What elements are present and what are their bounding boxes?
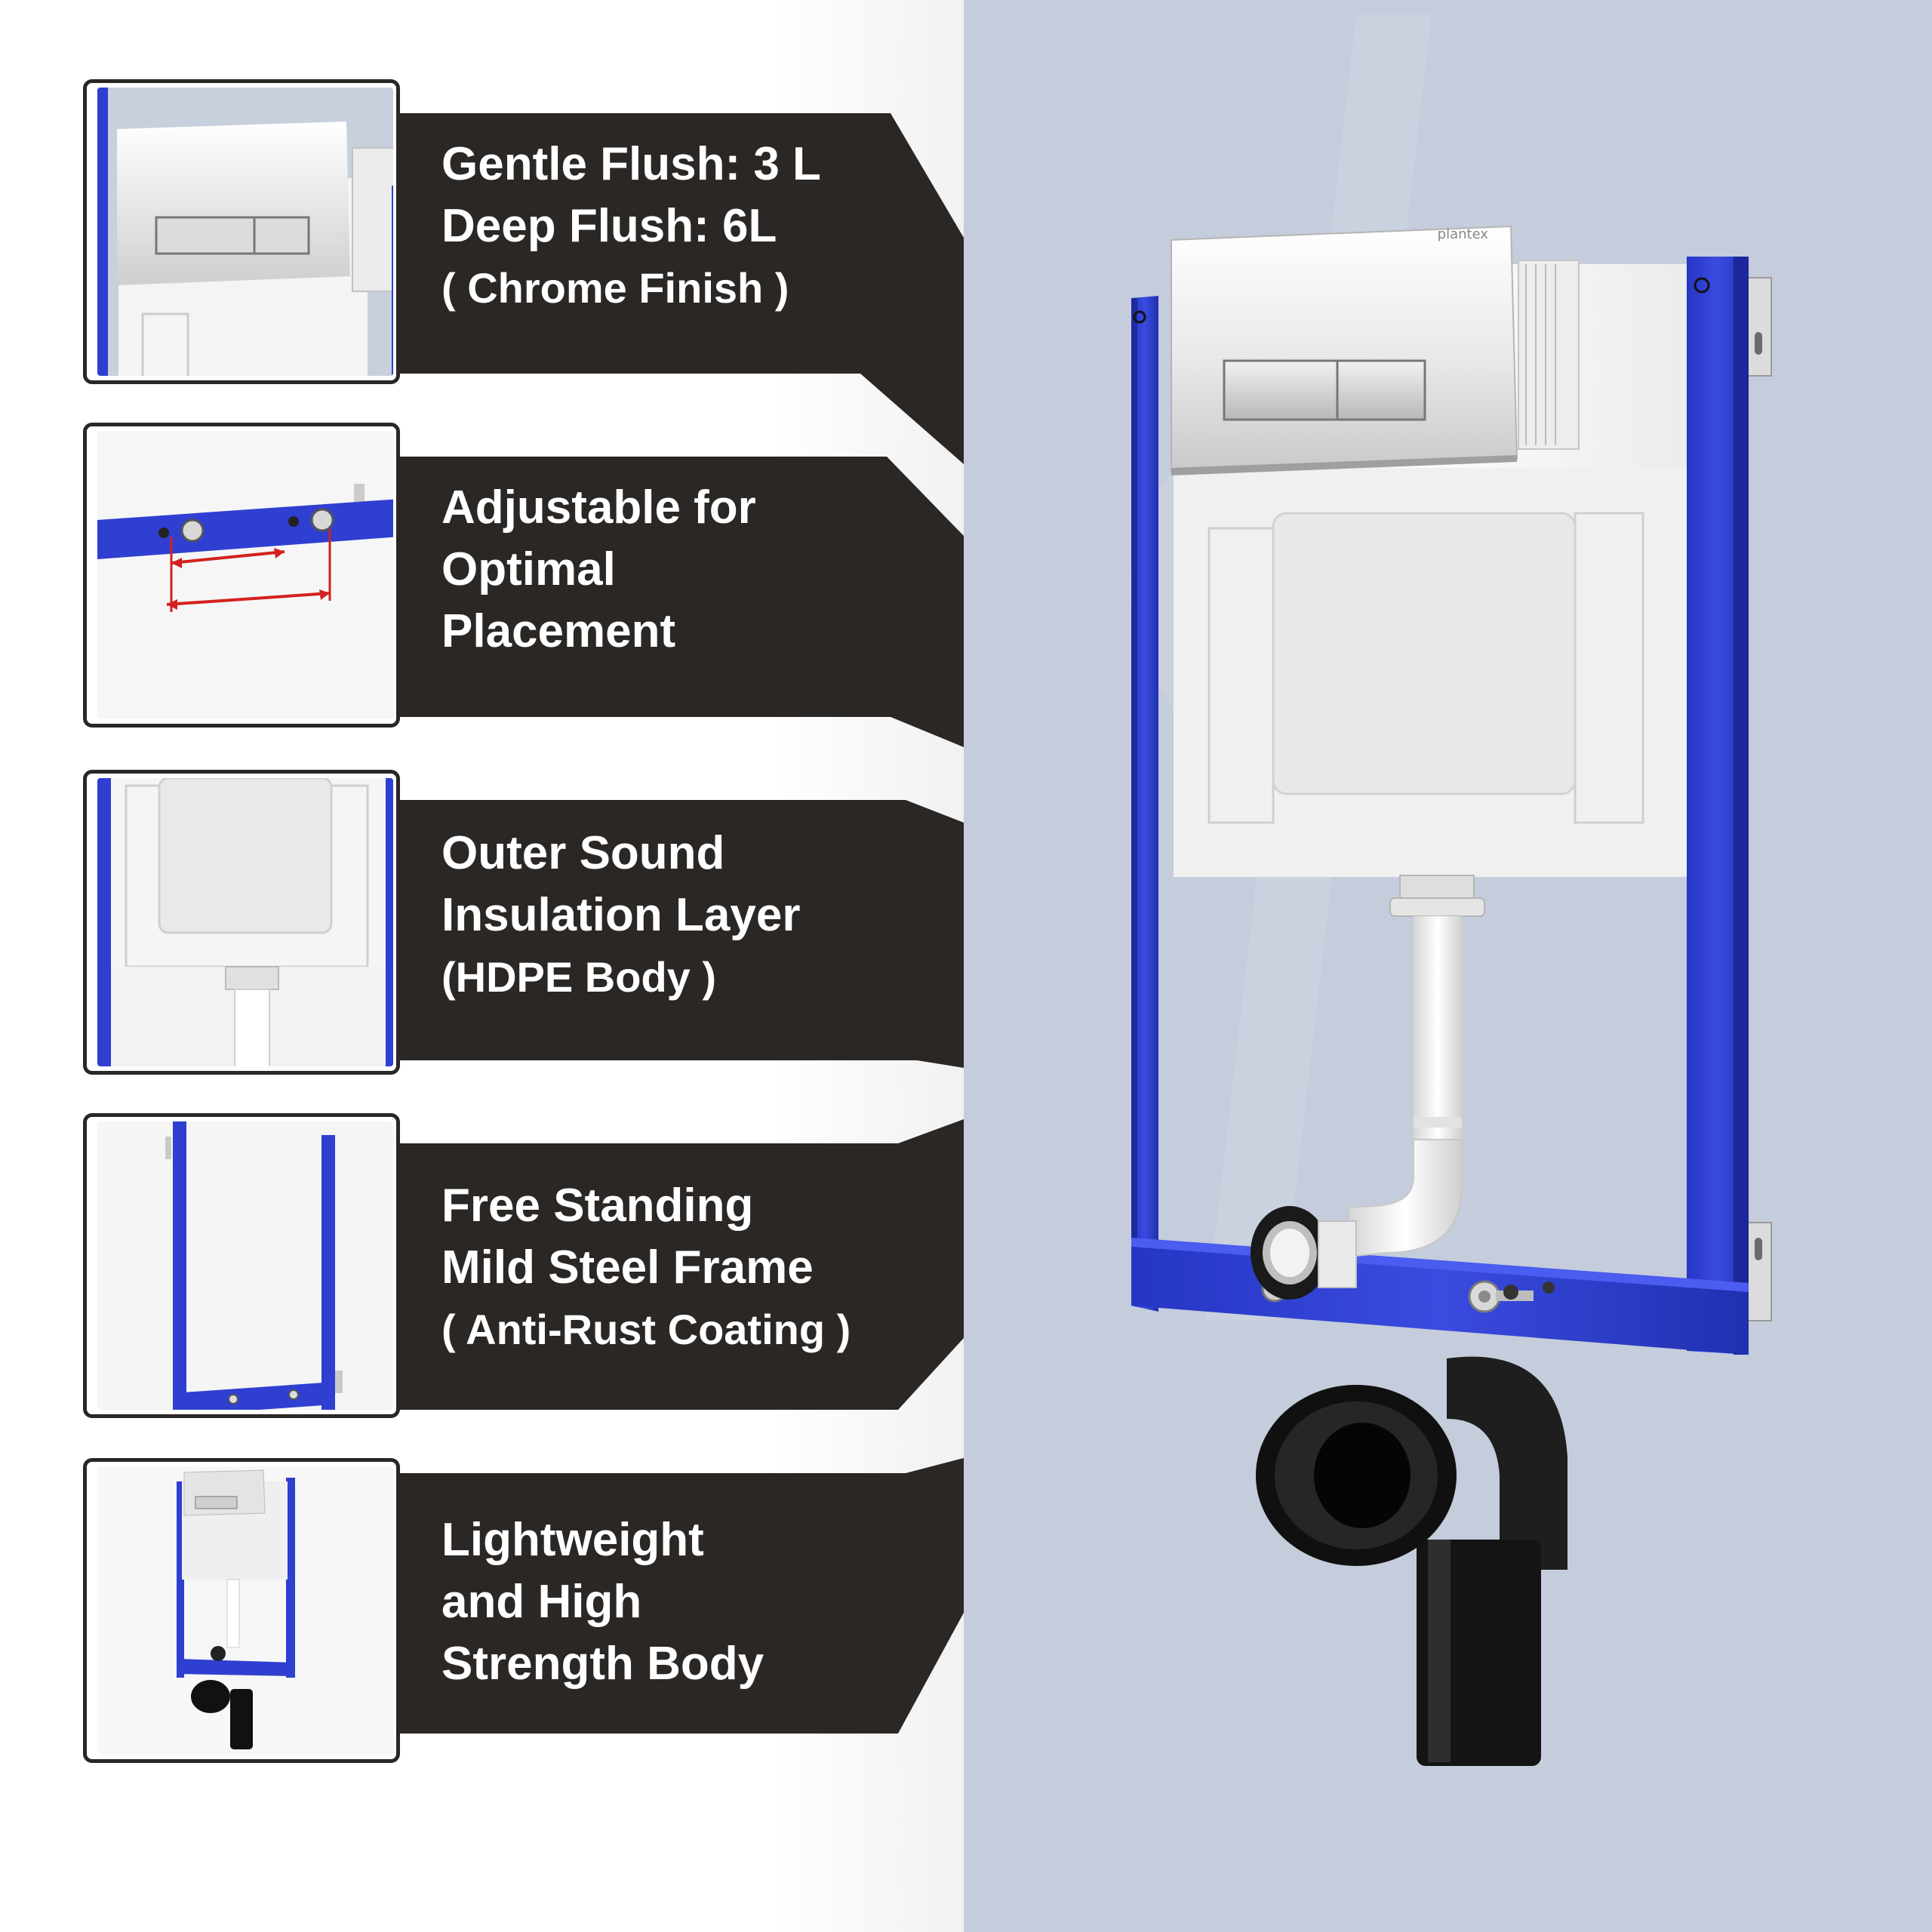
thumbnail-frame bbox=[83, 1113, 400, 1418]
feature-row-adjustable: Adjustable for Optimal Placement bbox=[0, 423, 964, 747]
feature-line: ( Chrome Finish ) bbox=[441, 264, 789, 312]
feature-line: Adjustable for bbox=[441, 481, 756, 534]
feature-line: Free Standing bbox=[441, 1180, 754, 1232]
product-illustration: plantex bbox=[1130, 15, 1772, 1766]
wall-bracket-top bbox=[1746, 277, 1772, 377]
thumbnail-adjustment bbox=[83, 423, 400, 728]
feature-line: Gentle Flush: 3 L bbox=[441, 138, 821, 190]
feature-band bbox=[377, 457, 964, 774]
thumbnail-flush-plate bbox=[83, 79, 400, 384]
half-flush-button[interactable] bbox=[1223, 359, 1339, 421]
feature-line: ( Anti-Rust Coating ) bbox=[441, 1306, 851, 1353]
feature-text-adjustable: Adjustable for Optimal Placement bbox=[441, 477, 894, 663]
feature-text-flush: Gentle Flush: 3 L Deep Flush: 6L ( Chrom… bbox=[441, 134, 894, 319]
feature-line: Insulation Layer bbox=[441, 889, 801, 941]
thumbnail-insulation bbox=[83, 770, 400, 1075]
feature-line: Lightweight bbox=[441, 1514, 704, 1566]
flush-pipe bbox=[1251, 875, 1485, 1300]
feature-text-insulation: Outer Sound Insulation Layer (HDPE Body … bbox=[441, 823, 894, 1008]
feature-band bbox=[377, 800, 964, 1109]
full-flush-button[interactable] bbox=[1336, 359, 1426, 421]
feature-row-insulation: Outer Sound Insulation Layer (HDPE Body … bbox=[0, 770, 964, 1079]
feature-line: Strength Body bbox=[441, 1638, 764, 1690]
feature-text-frame: Free Standing Mild Steel Frame ( Anti-Ru… bbox=[441, 1175, 894, 1361]
pan-connector-bend bbox=[1256, 1356, 1567, 1766]
feature-text-strength: Lightweight and High Strength Body bbox=[441, 1509, 894, 1695]
feature-row-strength: Lightweight and High Strength Body bbox=[0, 1458, 964, 1767]
feature-line: and High bbox=[441, 1576, 642, 1628]
feature-line: (HDPE Body ) bbox=[441, 953, 716, 1001]
feature-line: Placement bbox=[441, 605, 676, 657]
feature-line: Deep Flush: 6L bbox=[441, 200, 777, 252]
feature-band bbox=[377, 1119, 964, 1436]
wall-bracket-bottom bbox=[1746, 1222, 1772, 1321]
brand-mark: plantex bbox=[1438, 226, 1489, 242]
feature-line: Optimal bbox=[441, 543, 616, 595]
feature-band bbox=[377, 1458, 964, 1745]
feature-row-flush: Gentle Flush: 3 L Deep Flush: 6L ( Chrom… bbox=[0, 79, 964, 464]
thumbnail-full-assembly bbox=[83, 1458, 400, 1763]
feature-row-frame: Free Standing Mild Steel Frame ( Anti-Ru… bbox=[0, 1113, 964, 1423]
feature-line: Outer Sound bbox=[441, 827, 725, 879]
flush-plate[interactable]: plantex bbox=[1171, 225, 1518, 475]
product-panel: plantex bbox=[964, 0, 1932, 1932]
feature-band bbox=[377, 113, 964, 498]
feature-line: Mild Steel Frame bbox=[441, 1241, 814, 1294]
